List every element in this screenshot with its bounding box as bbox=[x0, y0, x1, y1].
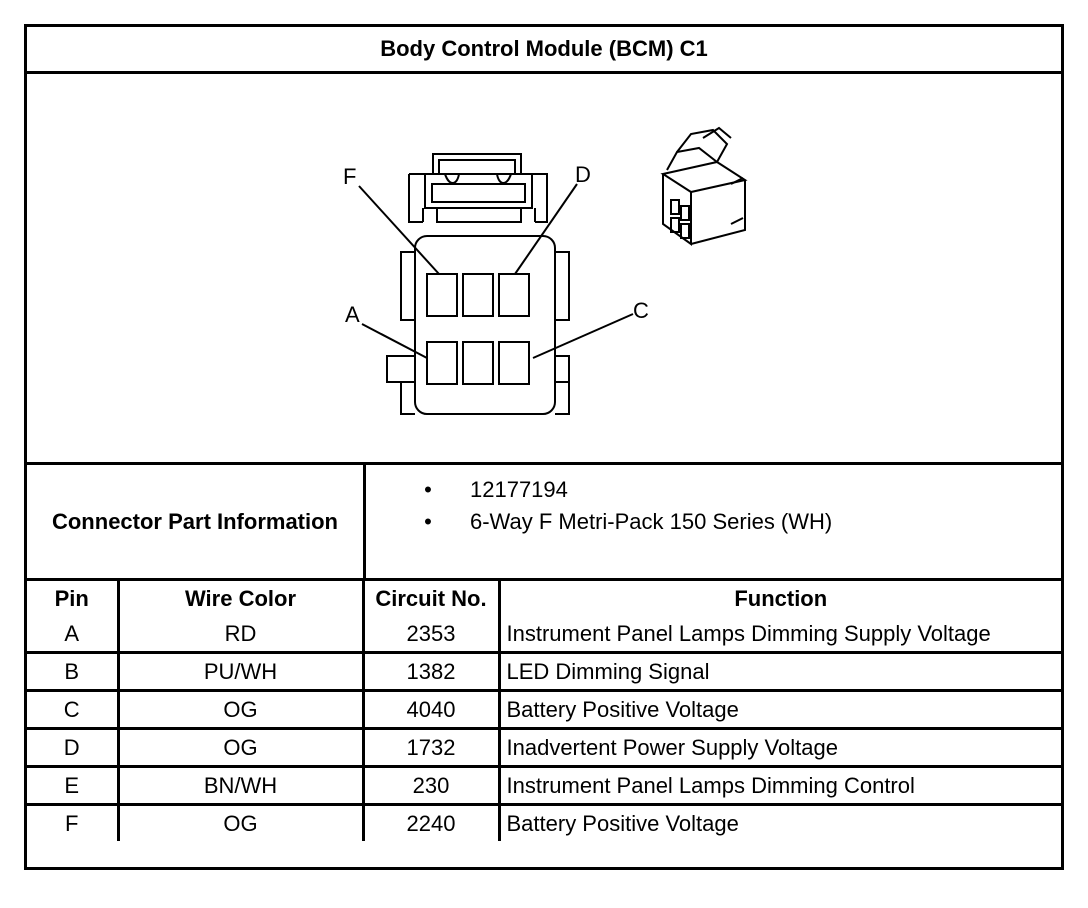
cell-function: Inadvertent Power Supply Voltage bbox=[497, 727, 1061, 768]
cell-wire-color: OG bbox=[116, 803, 365, 841]
cell-circuit: 230 bbox=[361, 765, 501, 806]
table-row: F OG 2240 Battery Positive Voltage bbox=[27, 803, 1061, 841]
pin-label-d: D bbox=[575, 162, 591, 187]
cavity-a bbox=[426, 341, 458, 385]
pin-table: Pin Wire Color Circuit No. Function A RD… bbox=[27, 581, 1061, 841]
table-row: C OG 4040 Battery Positive Voltage bbox=[27, 689, 1061, 730]
cell-wire-color: OG bbox=[116, 689, 365, 730]
connector-part-details: • 12177194 • 6-Way F Metri-Pack 150 Seri… bbox=[366, 465, 1061, 578]
table-row: E BN/WH 230 Instrument Panel Lamps Dimmi… bbox=[27, 765, 1061, 806]
cell-wire-color: BN/WH bbox=[116, 765, 365, 806]
cell-circuit: 1382 bbox=[361, 651, 501, 692]
header-function: Function bbox=[497, 581, 1061, 616]
cell-circuit: 1732 bbox=[361, 727, 501, 768]
cell-circuit: 4040 bbox=[361, 689, 501, 730]
cell-wire-color: OG bbox=[116, 727, 365, 768]
sheet-title: Body Control Module (BCM) C1 bbox=[27, 27, 1061, 74]
cell-pin: E bbox=[27, 765, 120, 806]
header-pin: Pin bbox=[27, 581, 120, 616]
cell-pin: F bbox=[27, 803, 120, 841]
connector-body bbox=[414, 235, 556, 415]
cavity-d bbox=[498, 273, 530, 317]
connector-latch bbox=[432, 153, 522, 174]
cavity-f bbox=[426, 273, 458, 317]
cell-pin: C bbox=[27, 689, 120, 730]
header-circuit-no: Circuit No. bbox=[361, 581, 501, 616]
cell-function: Battery Positive Voltage bbox=[497, 689, 1061, 730]
cell-pin: B bbox=[27, 651, 120, 692]
connector-part-label: Connector Part Information bbox=[27, 465, 366, 578]
bullet-icon: • bbox=[424, 477, 432, 502]
connector-part-info: Connector Part Information • 12177194 • … bbox=[27, 465, 1061, 581]
cell-pin: D bbox=[27, 727, 120, 768]
part-description: 6-Way F Metri-Pack 150 Series (WH) bbox=[470, 509, 833, 534]
connector-iso-view bbox=[660, 126, 748, 246]
cell-function: Instrument Panel Lamps Dimming Control bbox=[497, 765, 1061, 806]
table-row: B PU/WH 1382 LED Dimming Signal bbox=[27, 651, 1061, 692]
cell-wire-color: RD bbox=[116, 616, 365, 654]
cavity-c bbox=[498, 341, 530, 385]
pin-label-c: C bbox=[633, 298, 649, 323]
part-number: 12177194 bbox=[470, 477, 568, 502]
connector-diagram: F D A C bbox=[27, 74, 1061, 465]
cell-function: Battery Positive Voltage bbox=[497, 803, 1061, 841]
cell-wire-color: PU/WH bbox=[116, 651, 365, 692]
connector-sheet: Body Control Module (BCM) C1 bbox=[24, 24, 1064, 870]
pin-label-f: F bbox=[343, 164, 356, 189]
table-row: D OG 1732 Inadvertent Power Supply Volta… bbox=[27, 727, 1061, 768]
cell-function: Instrument Panel Lamps Dimming Supply Vo… bbox=[497, 616, 1061, 654]
bullet-icon: • bbox=[424, 509, 432, 534]
connector-drawing: F D A C bbox=[343, 126, 748, 415]
cell-pin: A bbox=[27, 616, 120, 654]
table-row: A RD 2353 Instrument Panel Lamps Dimming… bbox=[27, 616, 1061, 654]
table-header-row: Pin Wire Color Circuit No. Function bbox=[27, 581, 1061, 616]
cell-circuit: 2353 bbox=[361, 616, 501, 654]
pin-label-a: A bbox=[345, 302, 360, 327]
header-wire-color: Wire Color bbox=[116, 581, 365, 616]
cell-circuit: 2240 bbox=[361, 803, 501, 841]
cavity-b bbox=[462, 341, 494, 385]
cell-function: LED Dimming Signal bbox=[497, 651, 1061, 692]
cavity-e bbox=[462, 273, 494, 317]
